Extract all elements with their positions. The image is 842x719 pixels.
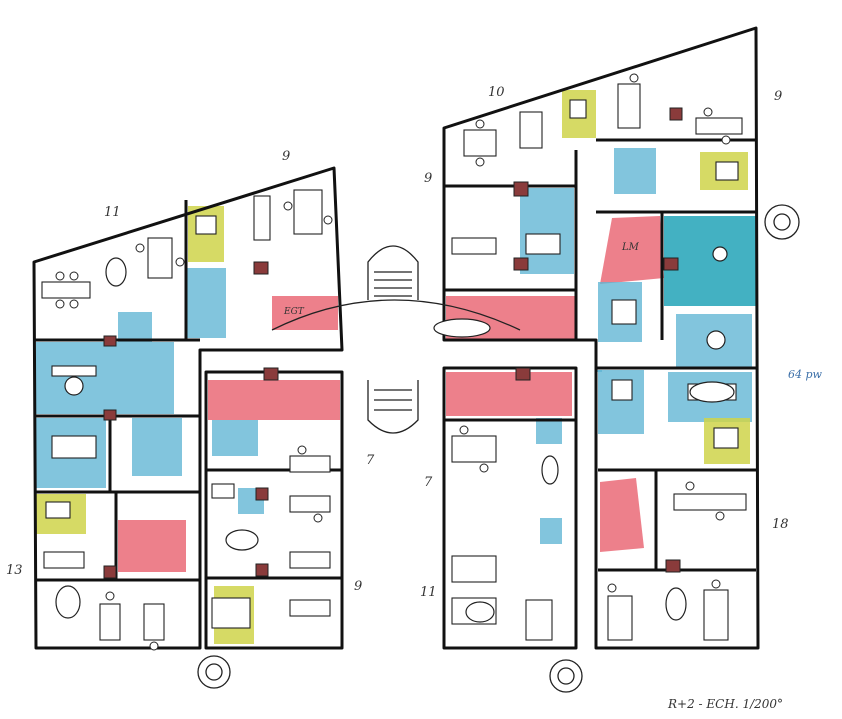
zone-label-9-mid: 9 bbox=[424, 171, 432, 186]
structural-cores bbox=[103, 107, 683, 579]
spiral-stair-left bbox=[197, 655, 231, 689]
service-zone-left-3 bbox=[208, 380, 340, 420]
zone-label-9-bottom: 9 bbox=[354, 579, 362, 594]
reception-desk bbox=[433, 318, 491, 338]
meeting-zone-right-7 bbox=[536, 418, 562, 444]
room-label-lm: LM bbox=[621, 242, 640, 253]
meeting-zone-right-8 bbox=[540, 518, 562, 544]
service-zone-right-2 bbox=[446, 372, 572, 416]
meeting-zone-left-3 bbox=[132, 418, 182, 476]
meeting-zone-right-2 bbox=[520, 188, 574, 274]
meeting-zone-right-1 bbox=[614, 148, 656, 194]
atrium-curve bbox=[271, 299, 521, 331]
lounge-zone bbox=[664, 216, 756, 306]
service-zone-left-1 bbox=[118, 520, 186, 572]
zone-label-7-right: 7 bbox=[424, 475, 433, 490]
left-wing-wall bbox=[32, 166, 344, 650]
spiral-stairs bbox=[197, 204, 800, 693]
zone-label-11-top: 11 bbox=[104, 205, 121, 220]
zone-label-13: 13 bbox=[6, 563, 23, 578]
room-label-egt: EGT bbox=[283, 307, 305, 317]
scale-label: R+2 - ECH. 1/200° bbox=[667, 697, 783, 711]
zone-label-18: 18 bbox=[772, 517, 789, 532]
area-label: 64 pw bbox=[788, 368, 823, 381]
right-wing-wall bbox=[442, 26, 760, 650]
zone-labels: 11 9 9 10 9 7 7 13 9 11 18 64 pw EGT LM … bbox=[6, 85, 823, 711]
zone-label-9-top-left: 9 bbox=[282, 149, 290, 164]
zone-label-9-top-right: 9 bbox=[774, 89, 782, 104]
central-circulation bbox=[271, 245, 521, 434]
zone-label-11-bottom: 11 bbox=[420, 585, 437, 600]
service-zone-right-3 bbox=[600, 478, 644, 552]
zone-label-10: 10 bbox=[488, 85, 505, 100]
service-zone-lm bbox=[600, 216, 664, 284]
meeting-zone-left-1 bbox=[36, 342, 174, 414]
stair-bottom bbox=[367, 380, 419, 434]
stair-top bbox=[367, 245, 419, 300]
meeting-zone-left-5 bbox=[186, 268, 226, 338]
meeting-zone-right-9 bbox=[596, 370, 602, 372]
zone-label-7-left: 7 bbox=[366, 453, 375, 468]
furniture bbox=[41, 73, 747, 651]
center-right-block-wall bbox=[442, 366, 578, 650]
spiral-stair-right bbox=[764, 204, 800, 240]
meeting-zone-center-1 bbox=[212, 420, 258, 456]
meeting-zone-left-4 bbox=[118, 312, 152, 342]
spiral-stair-middle bbox=[549, 659, 583, 693]
